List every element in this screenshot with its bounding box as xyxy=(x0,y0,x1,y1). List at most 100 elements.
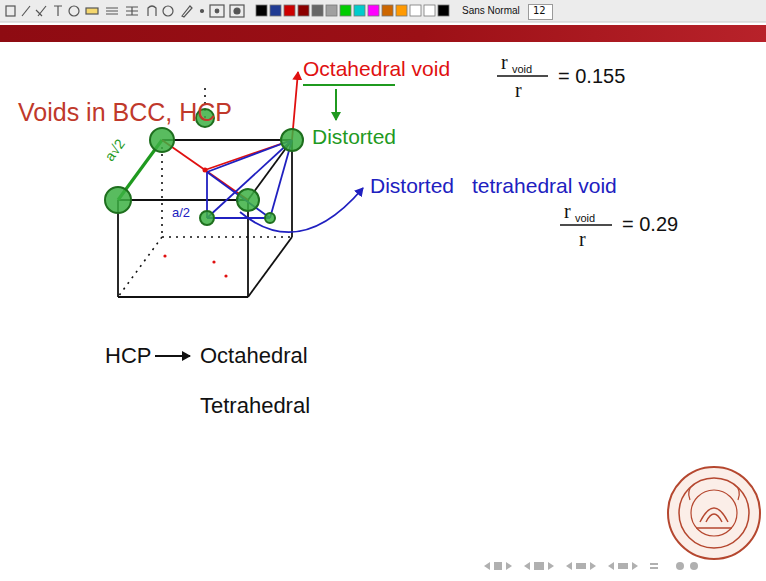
color-swatch xyxy=(424,5,435,16)
void-dot xyxy=(212,260,215,263)
color-swatch xyxy=(438,5,449,16)
fraction-bar xyxy=(497,75,548,77)
dimension-label: a/2 xyxy=(172,206,190,219)
logo-emblem xyxy=(689,484,740,500)
dimension-label: a√2 xyxy=(102,136,127,163)
note: Distorted xyxy=(312,126,396,147)
nav-icon xyxy=(650,563,658,565)
down-arrow xyxy=(335,89,337,120)
atom xyxy=(200,211,214,225)
atom xyxy=(150,128,174,152)
hcp-arrow xyxy=(155,355,190,357)
atom xyxy=(281,129,303,151)
underline xyxy=(303,84,395,86)
ratio-symbol: r xyxy=(579,229,586,249)
color-swatch xyxy=(410,5,421,16)
logo-ring xyxy=(691,490,737,536)
tool-icon xyxy=(182,6,192,17)
hidden-edge xyxy=(162,236,292,238)
cube-edge xyxy=(162,139,292,141)
void-name: Octahedral xyxy=(200,345,308,367)
ratio-value: = 0.29 xyxy=(622,214,678,234)
fraction-bar xyxy=(560,224,612,226)
cube-edge xyxy=(118,296,248,298)
color-swatch xyxy=(284,5,295,16)
tool-icon xyxy=(201,10,204,13)
color-swatch xyxy=(382,5,393,16)
nav-icon xyxy=(608,562,614,570)
color-swatch xyxy=(298,5,309,16)
ratio-value: = 0.155 xyxy=(558,66,625,86)
tool-icon xyxy=(106,8,118,14)
tool-icon xyxy=(230,5,244,17)
void-name: Octahedral void xyxy=(303,58,450,79)
logo-ring xyxy=(668,467,760,559)
nav-icon xyxy=(690,562,698,570)
tetrahedron-edge xyxy=(207,217,270,219)
nav-icon xyxy=(650,567,658,569)
cube-edge xyxy=(248,237,292,297)
tool-icon xyxy=(69,6,79,16)
nav-icon xyxy=(534,562,544,570)
slide-title: Voids in BCC, HCP xyxy=(18,100,232,125)
ratio-subscript: void xyxy=(512,64,532,75)
ratio-symbol: r xyxy=(564,201,571,221)
ratio-subscript: void xyxy=(575,213,595,224)
cube-edge xyxy=(291,140,293,237)
color-swatch xyxy=(326,5,337,16)
nav-icon xyxy=(632,562,638,570)
cube-edge xyxy=(117,200,119,297)
void-dot xyxy=(224,274,227,277)
nav-icon xyxy=(484,562,490,570)
atom xyxy=(237,189,259,211)
color-swatch xyxy=(396,5,407,16)
toolbar-font-name: Sans Normal xyxy=(462,6,520,16)
color-swatch xyxy=(270,5,281,16)
nav-icon xyxy=(576,563,586,569)
octahedral-void-dot xyxy=(203,168,208,173)
color-swatch xyxy=(354,5,365,16)
nav-icon xyxy=(548,562,554,570)
tool-icon xyxy=(234,8,240,14)
tetrahedron-edge xyxy=(270,140,292,218)
color-swatch xyxy=(340,5,351,16)
tetrahedron-edge xyxy=(207,140,292,218)
nav-icon xyxy=(590,562,596,570)
toolbar xyxy=(0,0,766,22)
color-swatch xyxy=(312,5,323,16)
tool-icon xyxy=(163,6,173,16)
void-name: tetrahedral void xyxy=(472,175,617,196)
logo-emblem xyxy=(696,508,732,528)
logo-ring xyxy=(679,478,749,548)
color-swatch xyxy=(256,5,267,16)
tool-icon xyxy=(6,6,15,16)
tool-icon xyxy=(215,9,219,13)
tool-icon xyxy=(54,6,62,16)
void-name: Tetrahedral xyxy=(200,395,310,417)
font-size-value: 12 xyxy=(529,5,550,17)
tool-icon xyxy=(22,6,30,16)
tool-icon xyxy=(210,5,224,17)
structure-name: HCP xyxy=(105,345,151,367)
header-band xyxy=(0,25,766,42)
ratio-symbol: r xyxy=(515,80,522,100)
nav-icon xyxy=(566,562,572,570)
nav-icon xyxy=(676,562,684,570)
toolbar-border xyxy=(0,22,766,23)
tool-icon xyxy=(126,7,138,15)
nav-icon xyxy=(524,562,530,570)
tool-icon xyxy=(148,6,156,16)
tool-icon xyxy=(86,8,98,14)
void-dot xyxy=(163,254,166,257)
ratio-symbol: r xyxy=(501,52,508,72)
hidden-edge xyxy=(118,237,162,297)
tetrahedron-edge xyxy=(207,140,292,172)
nav-icon xyxy=(506,562,512,570)
hidden-edge xyxy=(161,140,163,237)
note: Distorted xyxy=(370,175,454,196)
atom xyxy=(265,213,275,223)
atom xyxy=(105,187,131,213)
